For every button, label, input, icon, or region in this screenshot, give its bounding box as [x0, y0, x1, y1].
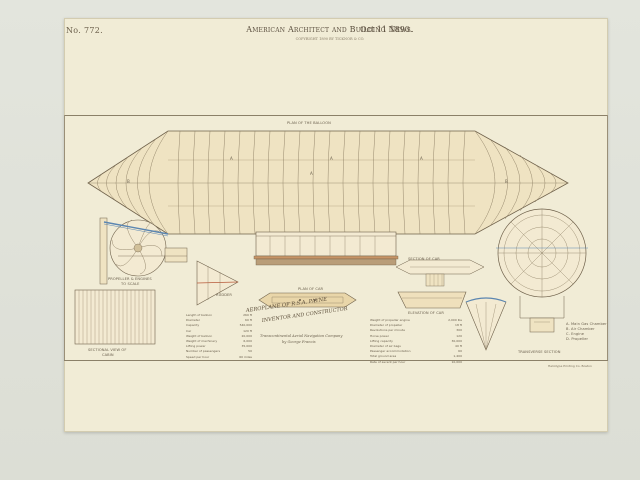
spec-row: Speed per hour 60 miles — [186, 355, 252, 360]
spec-label: Weight of machinery — [186, 339, 218, 344]
publication-date: Oct 11 1890. — [360, 25, 413, 34]
spec-row: Horse power 120 — [370, 334, 462, 339]
publication-title: American Architect and Building News. — [246, 25, 414, 34]
frame-top-rule — [64, 115, 608, 116]
fan-diagram — [465, 297, 507, 351]
legend-item-2: B. Air Chamber — [566, 327, 595, 331]
spec-row: Length of balloon 260 ft — [186, 313, 252, 318]
spec-value: 35,000 — [241, 344, 253, 349]
spec-row: Rate of ascent per hour 10,000 — [370, 360, 462, 365]
spec-value: 540,000 — [239, 323, 252, 328]
plan-top-label: PLAN OF THE BALLOON — [287, 121, 331, 125]
spec-label: Car — [186, 328, 192, 333]
spec-label: Revolutions per minute — [370, 328, 405, 333]
spec-row: Weight of propeller engine 2,000 lbs — [370, 318, 462, 323]
spec-value: 120 — [456, 333, 462, 338]
spec-row: Car 120 ft — [186, 329, 252, 334]
spec-value: 1,400 — [453, 354, 462, 359]
spec-label: Capacity — [186, 323, 200, 328]
spec-value: 20,000 — [241, 333, 253, 338]
spec-row: Number of passengers 50 — [186, 349, 252, 354]
sectional-view-label: SECTIONAL VIEW OF — [88, 348, 127, 352]
legend-item-3: C. Engine — [566, 332, 585, 336]
frame-right-rule — [607, 115, 608, 360]
spec-value: 10,000 — [451, 359, 463, 364]
spec-label: Passenger accommodation — [370, 349, 411, 354]
propeller-drawing — [99, 217, 188, 285]
balloon-plan: B B A A A A — [87, 130, 569, 235]
spec-value: 260 ft — [243, 313, 252, 317]
transverse-label: TRANSVERSE SECTION — [518, 350, 561, 354]
svg-text:A: A — [330, 156, 333, 161]
drawing-author-line: by George Francis — [282, 340, 316, 344]
spec-label: Weight of propeller engine — [370, 318, 410, 322]
frame-bottom-rule — [64, 360, 608, 361]
svg-text:A: A — [230, 156, 233, 161]
car-section-label: SECTION OF CAR — [408, 257, 440, 261]
car-plan-drawing — [258, 292, 357, 308]
propeller-scale-text: TO SCALE — [121, 282, 140, 286]
svg-text:A: A — [420, 156, 423, 161]
svg-text:A: A — [310, 171, 313, 176]
spec-value: 6,000 — [243, 339, 252, 344]
spec-label: Number of passengers — [186, 349, 221, 354]
spec-row: Lifting capacity 30,000 — [370, 339, 462, 344]
section-b-left-label: B — [127, 179, 130, 184]
copyright-line: COPYRIGHT 1890 BY TICKNOR & CO. — [295, 37, 365, 41]
spec-value: 120 ft — [243, 328, 252, 333]
plate-number: No. 772. — [66, 26, 103, 35]
spec-row: Passenger accommodation 60 — [370, 349, 462, 354]
spec-value: 30,000 — [451, 338, 463, 343]
printer-credit: Heliotype Printing Co. Boston — [548, 364, 592, 368]
spec-label: Weight of balloon — [186, 333, 213, 338]
spec-label: Total ground area — [370, 354, 397, 359]
spec-value: 300 — [456, 328, 462, 333]
spec-label: Rate of ascent per hour — [370, 359, 406, 364]
spec-row: Revolutions per minute 300 — [370, 328, 462, 333]
gondola-label: ELEVATION OF CAR — [408, 311, 444, 315]
spec-row: Diameter of air bags 40 ft — [370, 344, 462, 349]
spec-label: Lifting capacity — [370, 338, 393, 343]
legend-item-1: A. Main Gas Chamber — [566, 322, 607, 326]
gondola-drawing — [397, 291, 467, 309]
spec-label: Lifting power — [186, 344, 206, 349]
spec-label: Diameter of propeller — [370, 323, 403, 328]
spec-label: Diameter — [186, 318, 201, 323]
spec-row: Lifting power 35,000 — [186, 344, 252, 349]
spec-value: 60 miles — [239, 354, 252, 359]
section-b-right-label: B — [505, 179, 508, 184]
spec-label: Length of balloon — [186, 313, 213, 317]
drawing-company-line: Transcontinental Aerial Navigation Compa… — [260, 334, 343, 338]
frame-left-rule — [64, 115, 65, 360]
spec-label: Speed per hour — [186, 354, 210, 359]
spec-value: 50 — [248, 349, 252, 354]
spec-row: Diameter 60 ft — [186, 318, 252, 323]
spec-value: 18 ft — [455, 323, 462, 328]
car-plan-label: PLAN OF CAR — [298, 287, 324, 291]
sectional-view — [74, 289, 156, 345]
spec-row: Total ground area 1,400 — [370, 354, 462, 359]
spec-value: 2,000 lbs — [448, 318, 462, 322]
legend-item-4: D. Propeller — [566, 337, 589, 341]
rudder-label: RUDDER — [216, 293, 233, 297]
car-section-drawing — [395, 259, 485, 287]
spec-row: Diameter of propeller 18 ft — [370, 323, 462, 328]
spec-row: Weight of balloon 20,000 — [186, 334, 252, 339]
propeller-engines-label: PROPELLER & ENGINES — [108, 277, 152, 281]
spec-label: Horse power — [370, 333, 389, 338]
spec-value: 40 ft — [455, 344, 462, 349]
sectional-view-label-2: CABIN — [102, 353, 114, 357]
spec-value: 60 — [458, 349, 462, 354]
spec-row: Capacity 540,000 — [186, 323, 252, 328]
car-under-balloon — [253, 231, 399, 266]
spec-row: Weight of machinery 6,000 — [186, 339, 252, 344]
rudder-drawing — [196, 260, 239, 306]
transverse-section-drawing — [496, 208, 588, 333]
spec-value: 60 ft — [245, 318, 252, 323]
spec-label: Diameter of air bags — [370, 344, 401, 349]
